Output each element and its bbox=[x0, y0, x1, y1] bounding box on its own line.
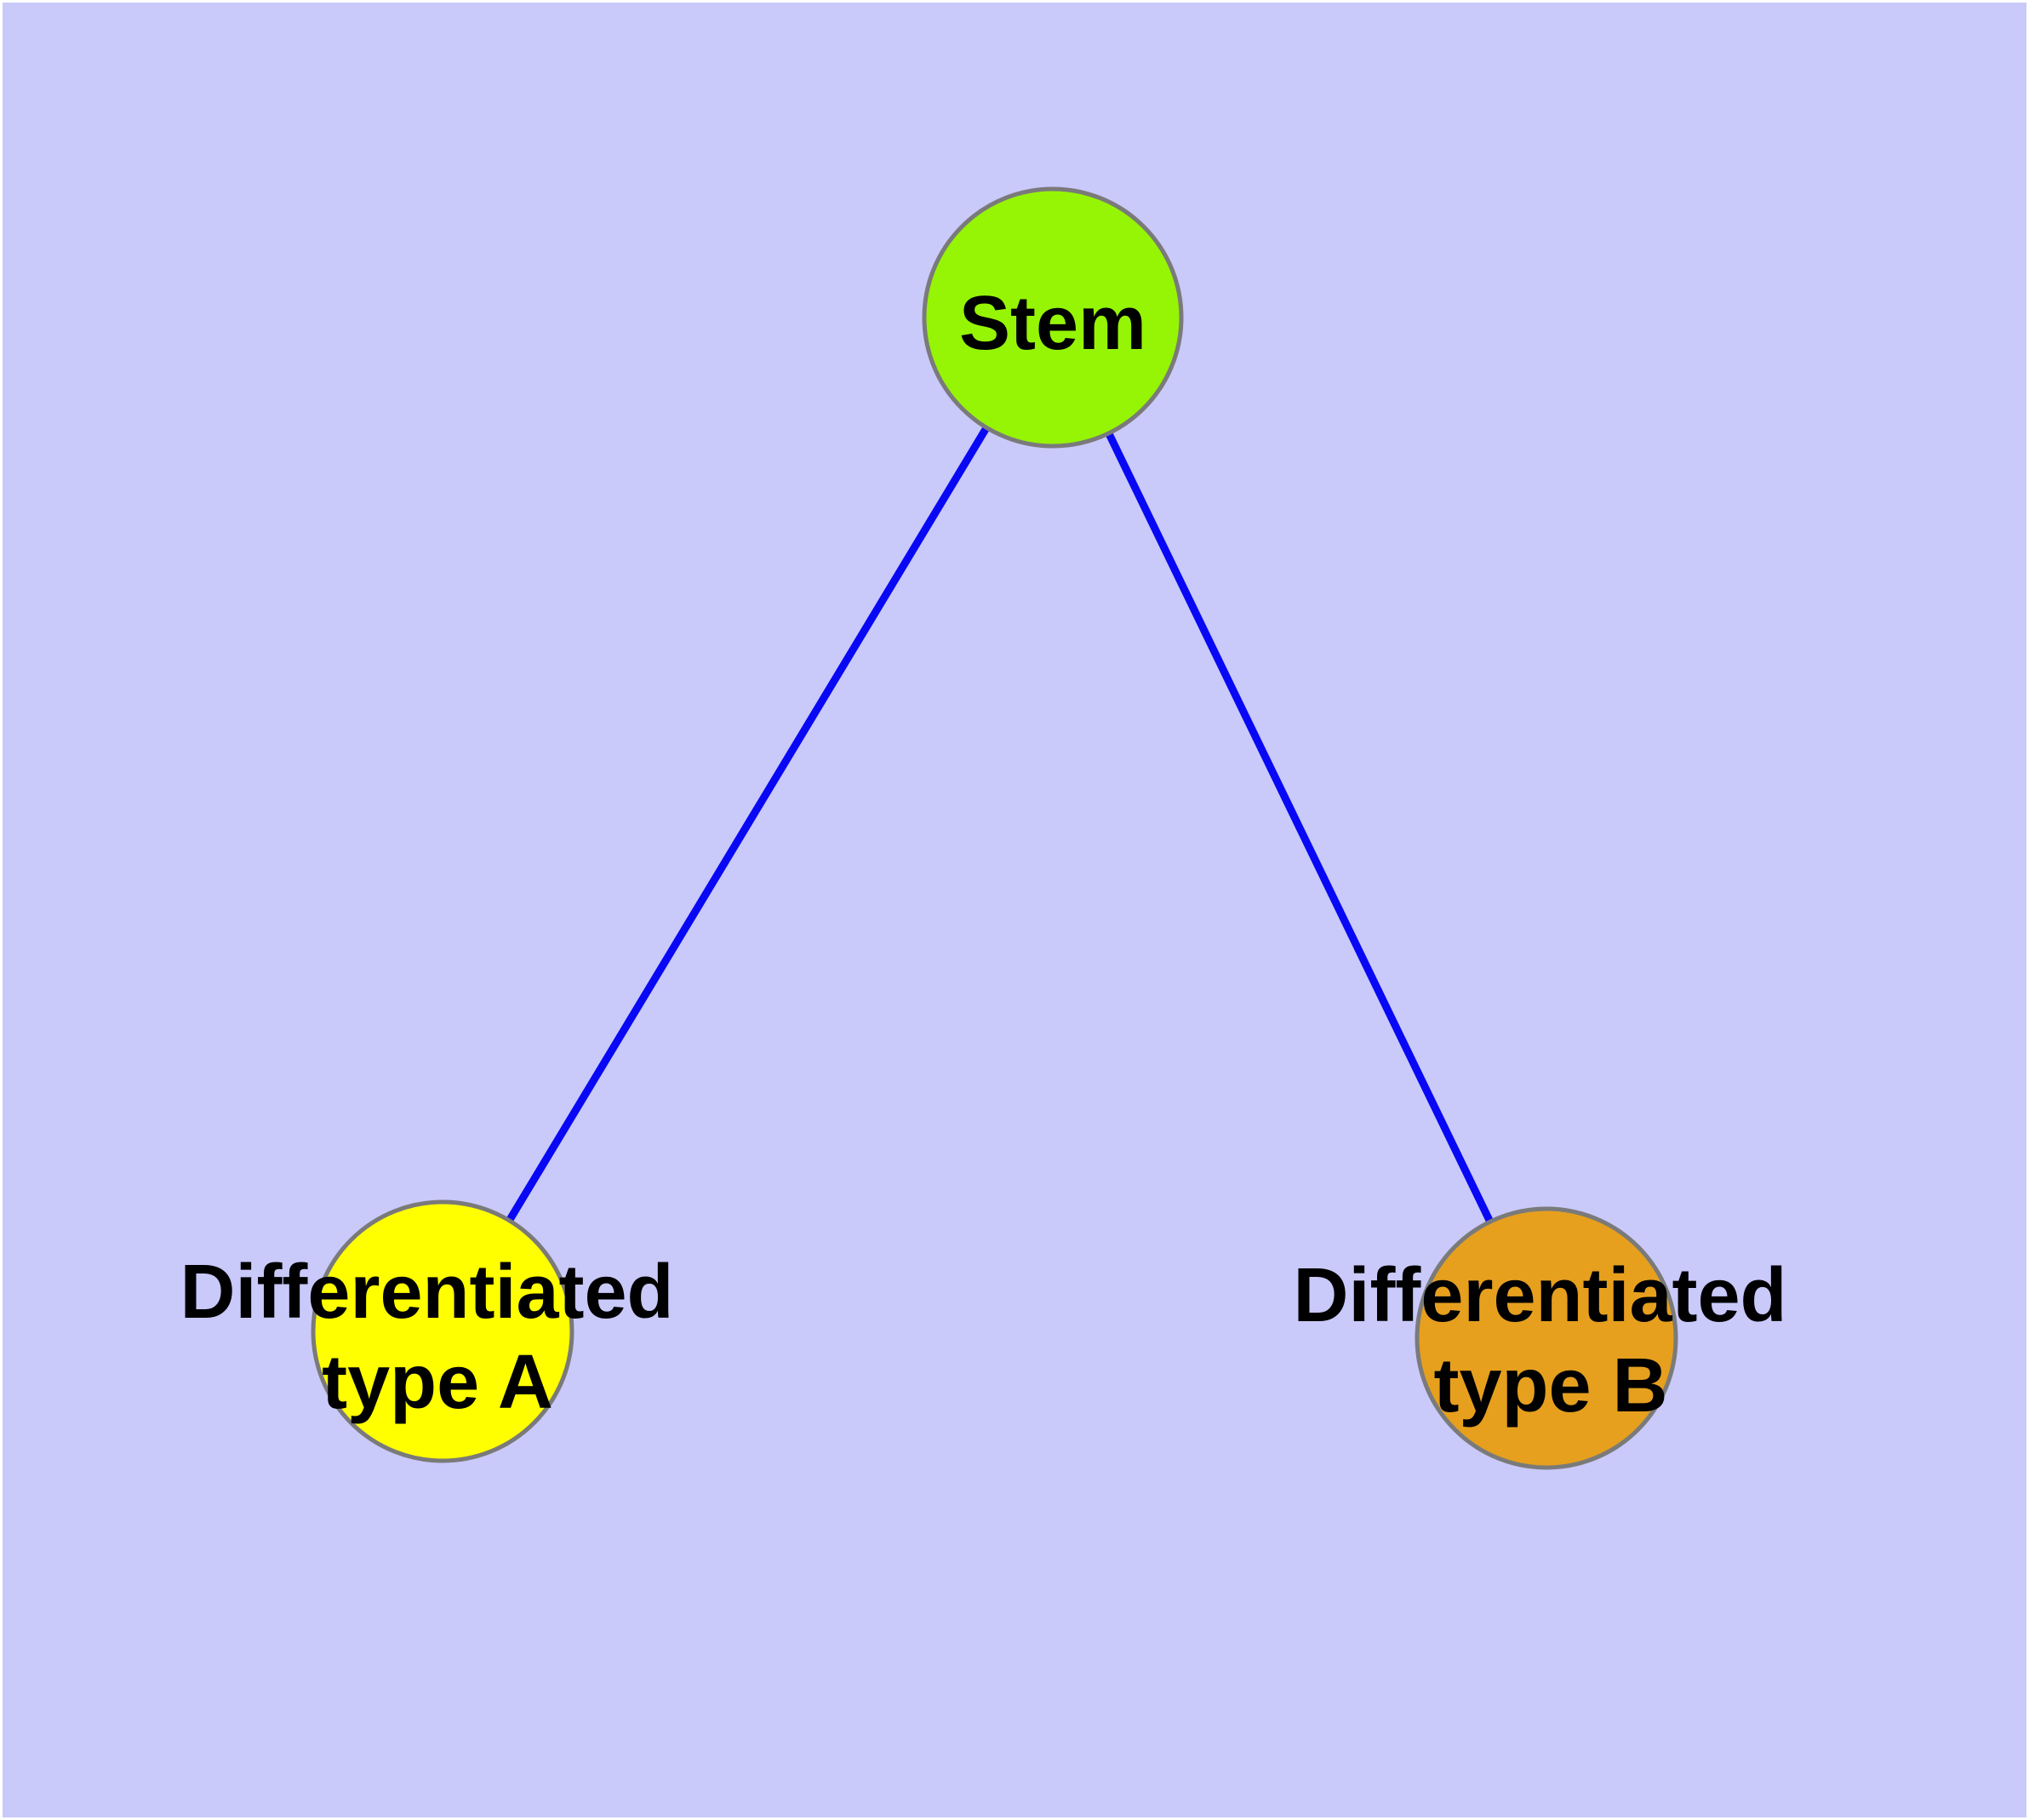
node-stem: Stem bbox=[922, 186, 1184, 449]
node-diff-a-label-line2: type A bbox=[322, 1340, 553, 1425]
node-diff-b-label-line1: Differentiated bbox=[1293, 1253, 1786, 1338]
node-diff-a-label-line1: Differentiated bbox=[180, 1250, 673, 1335]
node-stem-label: Stem bbox=[959, 281, 1146, 366]
node-stem-circle bbox=[922, 186, 1184, 449]
edge-stem-to-diff-b bbox=[1049, 313, 1551, 1342]
edge-stem-to-diff-a bbox=[438, 313, 1057, 1336]
node-diff-a: Differentiated type A bbox=[180, 1199, 694, 1463]
node-diff-a-circle bbox=[311, 1199, 574, 1463]
node-diff-b-label-line2: type B bbox=[1433, 1343, 1667, 1428]
node-diff-b-label: Differentiated type B bbox=[1293, 1253, 1808, 1428]
node-diff-a-label: Differentiated type A bbox=[180, 1250, 694, 1425]
node-diff-b: Differentiated type B bbox=[1293, 1206, 1808, 1470]
node-diff-b-circle bbox=[1415, 1206, 1678, 1470]
